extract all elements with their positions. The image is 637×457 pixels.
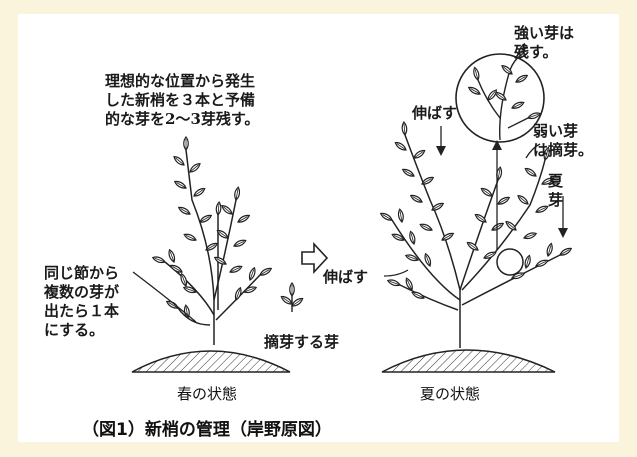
summer-plant	[391, 134, 561, 348]
transition-arrow-icon	[301, 241, 329, 275]
summer-ground	[381, 349, 556, 373]
extend-top-label: 伸ばす	[412, 104, 458, 122]
figure-caption: （図1）新梢の管理（岸野原図）	[82, 420, 332, 440]
spring-leaves	[151, 136, 273, 319]
removed-bud-sprig	[279, 282, 305, 312]
spring-ground	[131, 350, 291, 373]
weak-bud-label: 弱い芽 は摘芽。	[533, 122, 594, 159]
spring-note-top: 理想的な位置から発生 した新梢を３本と予備 的な芽を2〜3芽残す。	[105, 72, 260, 128]
spring-state-label: 春の状態	[177, 385, 238, 403]
summer-arrows	[383, 126, 568, 277]
removed-bud-label: 摘芽する芽	[264, 333, 340, 351]
extend-left-label: 伸ばす	[323, 268, 369, 286]
strong-bud-label: 強い芽は 残す。	[514, 24, 575, 61]
magnified-bud-circle	[455, 42, 545, 143]
summer-bud-label: 夏 芽	[548, 172, 564, 209]
spring-note-arrow	[132, 271, 197, 323]
spring-note-left: 同じ節から 複数の芽が 出たら１本 にする。	[44, 264, 120, 339]
summer-state-label: 夏の状態	[420, 385, 481, 403]
summer-bud-circle	[496, 248, 524, 276]
